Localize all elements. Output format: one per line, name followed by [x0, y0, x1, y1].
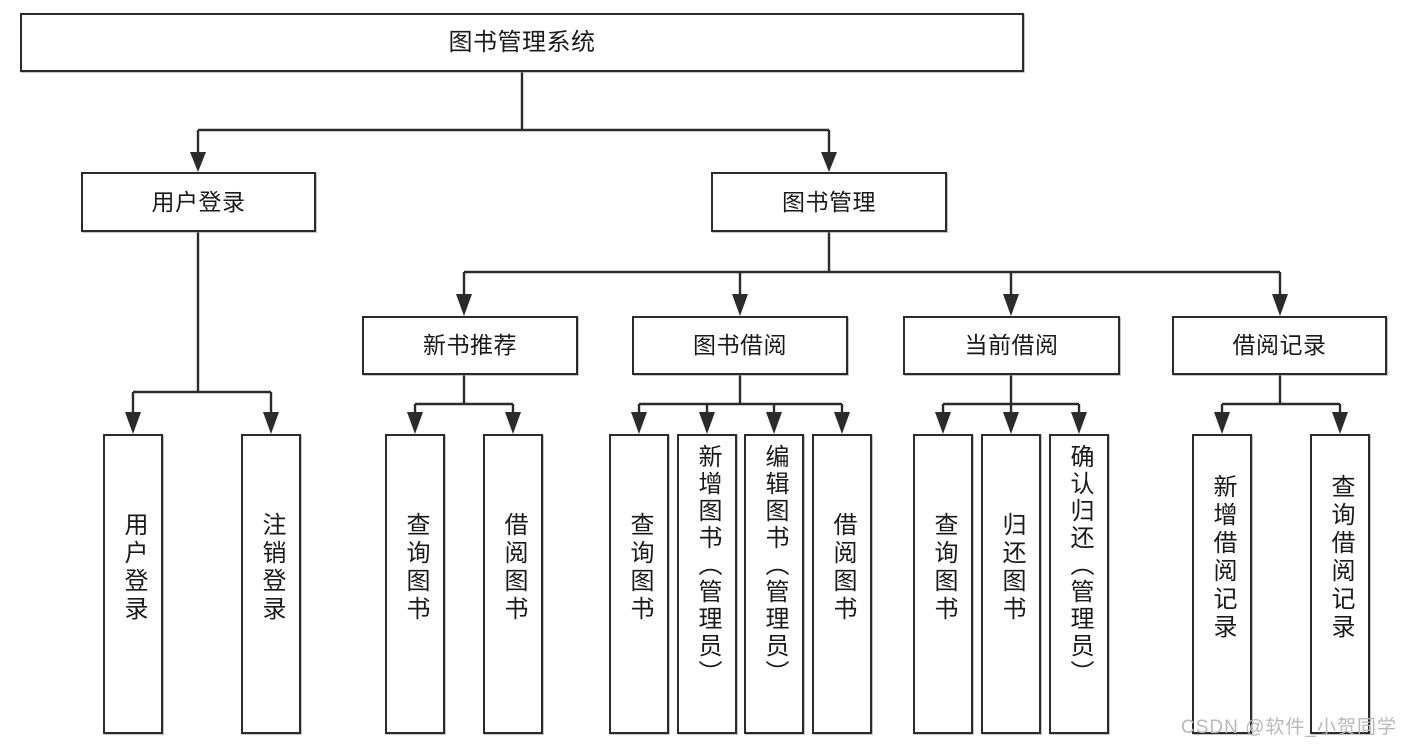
- node-label: 查询借阅记录: [1327, 474, 1354, 642]
- leaf-book-borrow-borrow-book[interactable]: 借阅图书: [812, 434, 872, 734]
- leaf-user-login-login[interactable]: 用户登录: [103, 434, 163, 734]
- node-user-login[interactable]: 用户登录: [81, 172, 316, 232]
- node-label: 新增图书（管理员）: [694, 444, 721, 687]
- leaf-book-borrow-add-book-admin[interactable]: 新增图书（管理员）: [677, 434, 737, 734]
- node-root-book-management-system[interactable]: 图书管理系统: [20, 13, 1024, 72]
- csdn-watermark: CSDN @软件_小贺同学: [1181, 717, 1397, 738]
- leaf-borrow-record-query-record[interactable]: 查询借阅记录: [1310, 434, 1370, 734]
- node-label: 查询图书: [930, 512, 957, 624]
- node-label: 查询图书: [402, 512, 429, 624]
- node-label: 图书管理系统: [448, 28, 596, 56]
- node-label: 图书借阅: [693, 332, 787, 359]
- node-book-borrow[interactable]: 图书借阅: [632, 316, 848, 375]
- node-label: 当前借阅: [964, 332, 1059, 359]
- leaf-current-borrow-confirm-return-admin[interactable]: 确认归还（管理员）: [1049, 434, 1109, 734]
- node-label: 确认归还（管理员）: [1066, 444, 1093, 687]
- leaf-new-book-borrow-book[interactable]: 借阅图书: [483, 434, 543, 734]
- leaf-book-borrow-edit-book-admin[interactable]: 编辑图书（管理员）: [744, 434, 804, 734]
- leaf-book-borrow-query-book[interactable]: 查询图书: [609, 434, 669, 734]
- node-label: 图书管理: [782, 188, 876, 215]
- leaf-borrow-record-add-record[interactable]: 新增借阅记录: [1192, 434, 1252, 734]
- leaf-new-book-query-book[interactable]: 查询图书: [385, 434, 445, 734]
- node-label: 借阅图书: [829, 512, 856, 624]
- leaf-user-login-logout[interactable]: 注销登录: [241, 434, 301, 734]
- node-label: 新书推荐: [423, 332, 517, 359]
- node-current-borrow[interactable]: 当前借阅: [903, 316, 1120, 375]
- node-label: 注销登录: [258, 512, 285, 624]
- node-label: 借阅图书: [500, 512, 527, 624]
- node-label: 用户登录: [120, 512, 147, 624]
- node-label: 查询图书: [626, 512, 653, 624]
- leaf-current-borrow-query-book[interactable]: 查询图书: [913, 434, 973, 734]
- node-new-book-recommend[interactable]: 新书推荐: [362, 316, 578, 375]
- node-label: 新增借阅记录: [1209, 474, 1236, 642]
- node-label: 编辑图书（管理员）: [761, 444, 788, 687]
- node-label: 用户登录: [151, 188, 246, 215]
- node-label: 归还图书: [998, 512, 1025, 624]
- node-label: 借阅记录: [1232, 332, 1327, 359]
- node-borrow-record[interactable]: 借阅记录: [1172, 316, 1387, 375]
- node-book-management[interactable]: 图书管理: [711, 172, 947, 232]
- leaf-current-borrow-return-book[interactable]: 归还图书: [981, 434, 1041, 734]
